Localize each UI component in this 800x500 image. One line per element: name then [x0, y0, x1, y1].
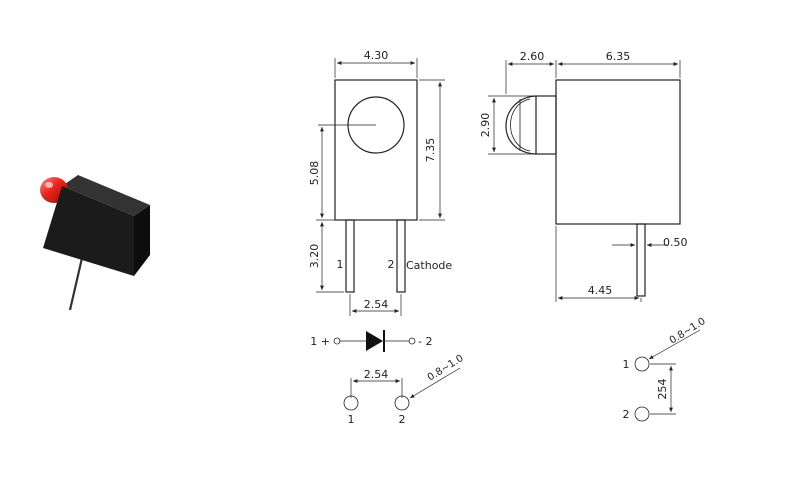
fp-h-pad-1	[343, 395, 359, 411]
body-top-face	[62, 175, 150, 216]
footprint-horizontal: 2.54 0.8~1.0 1 2	[343, 353, 466, 426]
lead-wire	[68, 257, 84, 311]
fp-v-pad1-label: 1	[623, 358, 630, 371]
lens-highlight	[45, 182, 53, 188]
pin-2-label: 2	[388, 258, 395, 271]
diode-triangle	[366, 331, 383, 351]
fp-v-pad-1	[634, 356, 650, 372]
anode-terminal	[333, 337, 341, 345]
body-front-face	[43, 186, 134, 276]
lens-inner-line	[510, 98, 531, 152]
fp-v-pitch-label: 254	[656, 379, 669, 400]
diode-schematic: 1 + - 2	[310, 330, 432, 352]
fp-v-pad2-label: 2	[623, 408, 630, 421]
cathode-label: Cathode	[406, 259, 452, 272]
fp-v-pad-2	[634, 406, 650, 422]
fp-h-hole-leader	[409, 367, 461, 399]
dim-lead-length-label: 3.20	[308, 244, 321, 269]
fp-h-pad1-label: 1	[348, 413, 355, 426]
dim-width-label: 4.30	[364, 49, 389, 62]
side-lead	[636, 223, 646, 297]
dim-pitch-label: 2.54	[364, 298, 389, 311]
side-body-outline	[555, 79, 681, 225]
body-side-face	[134, 205, 150, 276]
dim-lens-diameter-label: 2.90	[479, 113, 492, 138]
lens-dome	[505, 95, 537, 155]
cathode-terminal	[408, 337, 416, 345]
dim-led-height-label: 5.08	[308, 161, 321, 186]
footprint-vertical: 1 2 254 0.8~1.0	[623, 316, 708, 422]
dim-body-depth-label: 6.35	[606, 50, 631, 63]
pin-1-label: 1	[337, 258, 344, 271]
dim-lead-width-label: 0.50	[663, 236, 688, 249]
fp-h-pitch-label: 2.54	[364, 368, 389, 381]
schematic-anode-label: 1 +	[310, 335, 330, 348]
dim-height-label: 7.35	[424, 138, 437, 163]
front-view: 4.30 7.35 5.08 3.20 2.54 1 2 Cathode	[308, 49, 452, 316]
lens-collar	[535, 95, 557, 155]
fp-v-hole-leader	[648, 329, 701, 360]
fp-h-pad-2	[394, 395, 410, 411]
fp-h-pad2-label: 2	[399, 413, 406, 426]
product-photo	[40, 175, 150, 311]
dim-lead-offset-label: 4.45	[588, 284, 613, 297]
dim-lens-length-label: 2.60	[520, 50, 545, 63]
side-view: 2.60 6.35 2.90 0.50 4.45	[479, 50, 688, 302]
front-lead-1	[345, 219, 355, 293]
schematic-cathode-label: - 2	[418, 335, 432, 348]
front-lead-2	[396, 219, 406, 293]
fp-v-hole-label: 0.8~1.0	[668, 316, 708, 347]
front-body-outline	[334, 79, 418, 221]
